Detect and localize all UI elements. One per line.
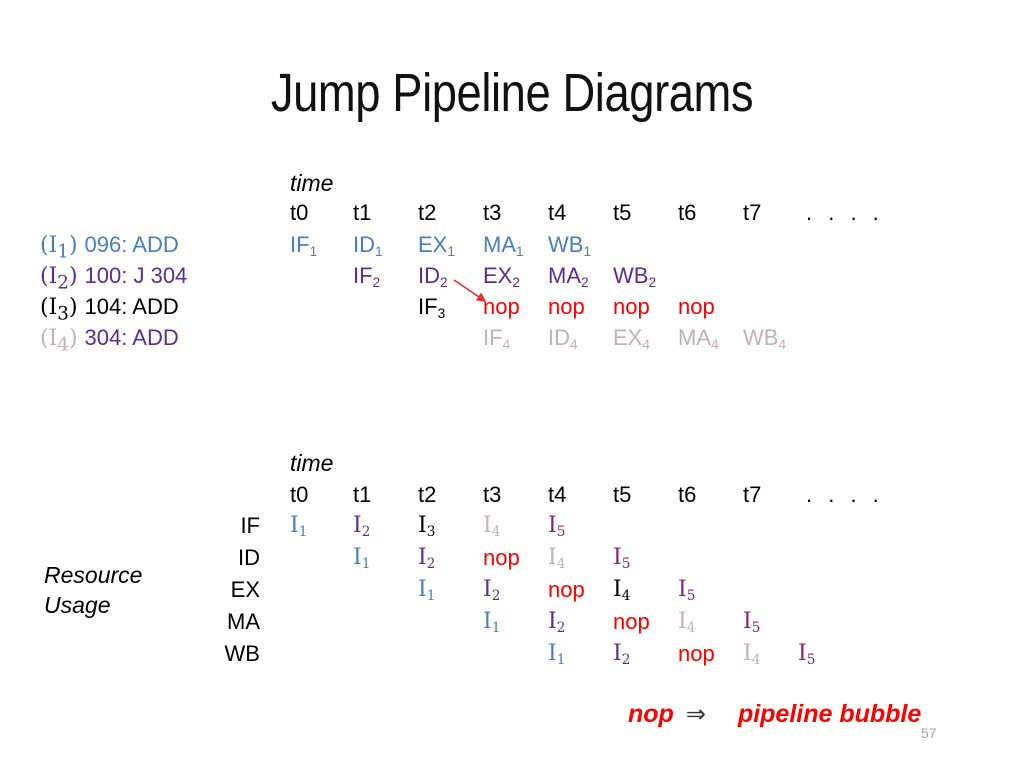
stage-label-ma: MA — [227, 609, 260, 634]
stage-label-ex: EX — [230, 577, 260, 602]
page-title: Jump Pipeline Diagrams — [270, 63, 754, 123]
pipeline-cell-instruction-2-row-t1: IF2 — [353, 263, 381, 290]
resource-cell-id-t1: I1 — [353, 545, 371, 572]
resource-cell-if-t0: I1 — [290, 513, 308, 540]
time-tick-diagram2-ellipsis: . . . . — [806, 482, 884, 507]
time-tick-diagram2-t0: t0 — [290, 482, 309, 507]
resource-cell-if-t3: I4 — [483, 513, 501, 540]
time-caption-diagram2: time — [290, 450, 334, 476]
implies-arrow-icon: ⇒ — [685, 701, 706, 728]
pipeline-cell-instruction-2-row-t5: WB2 — [613, 263, 657, 290]
resource-cell-ex-t2: I1 — [418, 577, 436, 604]
resource-cell-ma-t3: I1 — [483, 609, 501, 636]
resource-cell-if-t1: I2 — [353, 513, 371, 540]
resource-usage-caption: Resource Usage — [44, 562, 143, 618]
pipeline-cell-instruction-4-row-t5: EX4 — [613, 325, 650, 352]
time-tick-diagram2-t2: t2 — [418, 482, 437, 507]
instruction-text-1: 096: ADD — [84, 232, 179, 257]
pipeline-cell-instruction-3-row-t6: nop — [678, 294, 715, 319]
resource-cell-wb-t5: I2 — [613, 641, 631, 668]
time-tick-diagram2-t1: t1 — [353, 482, 372, 507]
pipeline-cell-instruction-4-row-t3: IF4 — [483, 325, 511, 352]
time-tick-diagram2-t7: t7 — [743, 482, 762, 507]
resource-cell-ma-t4: I2 — [548, 609, 566, 636]
resource-cell-ma-t7: I5 — [743, 609, 761, 636]
time-tick-diagram1-t3: t3 — [483, 200, 502, 225]
stage-label-id: ID — [238, 545, 260, 570]
instruction-text-2: 100: J 304 — [84, 263, 188, 288]
instruction-tag-2: (I2) — [40, 264, 78, 294]
pipeline-cell-instruction-1-row-t0: IF1 — [290, 232, 318, 259]
resource-cell-ex-t4: nop — [548, 577, 585, 602]
resource-cell-ma-t6: I4 — [678, 609, 696, 636]
time-tick-diagram2-t5: t5 — [613, 482, 632, 507]
time-tick-diagram1-t0: t0 — [290, 200, 309, 225]
resource-cell-ex-t3: I2 — [483, 577, 501, 604]
time-tick-diagram2-t3: t3 — [483, 482, 502, 507]
resource-cell-wb-t8: I5 — [798, 641, 816, 668]
instruction-row-1: (I1)096: ADD — [40, 232, 179, 265]
pipeline-cell-instruction-4-row-t4: ID4 — [548, 325, 578, 352]
instruction-tag-4: (I4) — [40, 326, 78, 356]
pipeline-cell-instruction-3-row-t5: nop — [613, 294, 650, 319]
pipeline-cell-instruction-4-row-t7: WB4 — [743, 325, 787, 352]
instruction-row-3: (I3)104: ADD — [40, 294, 179, 327]
resource-cell-wb-t6: nop — [678, 641, 715, 666]
instruction-row-4: (I4)304: ADD — [40, 325, 179, 358]
pipeline-cell-instruction-2-row-t3: EX2 — [483, 263, 520, 290]
resource-cell-id-t5: I5 — [613, 545, 631, 572]
resource-cell-ex-t6: I5 — [678, 577, 696, 604]
time-tick-diagram2-t6: t6 — [678, 482, 697, 507]
time-tick-diagram1-t7: t7 — [743, 200, 762, 225]
legend-meaning-label: pipeline bubble — [737, 700, 922, 728]
legend: nop ⇒ pipeline bubble — [628, 700, 921, 729]
time-tick-diagram1-t6: t6 — [678, 200, 697, 225]
instruction-row-2: (I2)100: J 304 — [40, 263, 187, 296]
resource-cell-if-t2: I3 — [418, 513, 436, 540]
resource-cell-id-t4: I4 — [548, 545, 566, 572]
pipeline-cell-instruction-3-row-t2: IF3 — [418, 294, 446, 321]
pipeline-cell-instruction-1-row-t1: ID1 — [353, 232, 383, 259]
time-caption-diagram1: time — [290, 170, 334, 196]
resource-cell-if-t4: I5 — [548, 513, 566, 540]
time-tick-diagram1-t1: t1 — [353, 200, 372, 225]
time-tick-diagram1-ellipsis: . . . . — [806, 200, 884, 225]
instruction-tag-3: (I3) — [40, 295, 78, 325]
pipeline-cell-instruction-2-row-t2: ID2 — [418, 263, 448, 290]
stage-label-wb: WB — [224, 641, 260, 666]
pipeline-cell-instruction-1-row-t4: WB1 — [548, 232, 592, 259]
resource-cell-id-t2: I2 — [418, 545, 436, 572]
instruction-text-4: 304: ADD — [84, 325, 179, 350]
pipeline-cell-instruction-3-row-t3: nop — [483, 294, 520, 319]
legend-nop-label: nop — [628, 700, 674, 728]
pipeline-cell-instruction-2-row-t4: MA2 — [548, 263, 589, 290]
time-tick-diagram1-t5: t5 — [613, 200, 632, 225]
stage-label-if: IF — [240, 513, 260, 538]
pipeline-cell-instruction-4-row-t6: MA4 — [678, 325, 719, 352]
resource-cell-id-t3: nop — [483, 545, 520, 570]
pipeline-cell-instruction-1-row-t2: EX1 — [418, 232, 455, 259]
time-tick-diagram1-t4: t4 — [548, 200, 567, 225]
instruction-text-3: 104: ADD — [84, 294, 179, 319]
resource-cell-ex-t5: I4 — [613, 577, 631, 604]
time-tick-diagram1-t2: t2 — [418, 200, 437, 225]
pipeline-cell-instruction-3-row-t4: nop — [548, 294, 585, 319]
time-tick-diagram2-t4: t4 — [548, 482, 567, 507]
slide-number: 57 — [921, 725, 937, 741]
pipeline-cell-instruction-1-row-t3: MA1 — [483, 232, 524, 259]
resource-cell-wb-t7: I4 — [743, 641, 761, 668]
resource-cell-ma-t5: nop — [613, 609, 650, 634]
instruction-tag-1: (I1) — [40, 233, 78, 263]
resource-cell-wb-t4: I1 — [548, 641, 566, 668]
